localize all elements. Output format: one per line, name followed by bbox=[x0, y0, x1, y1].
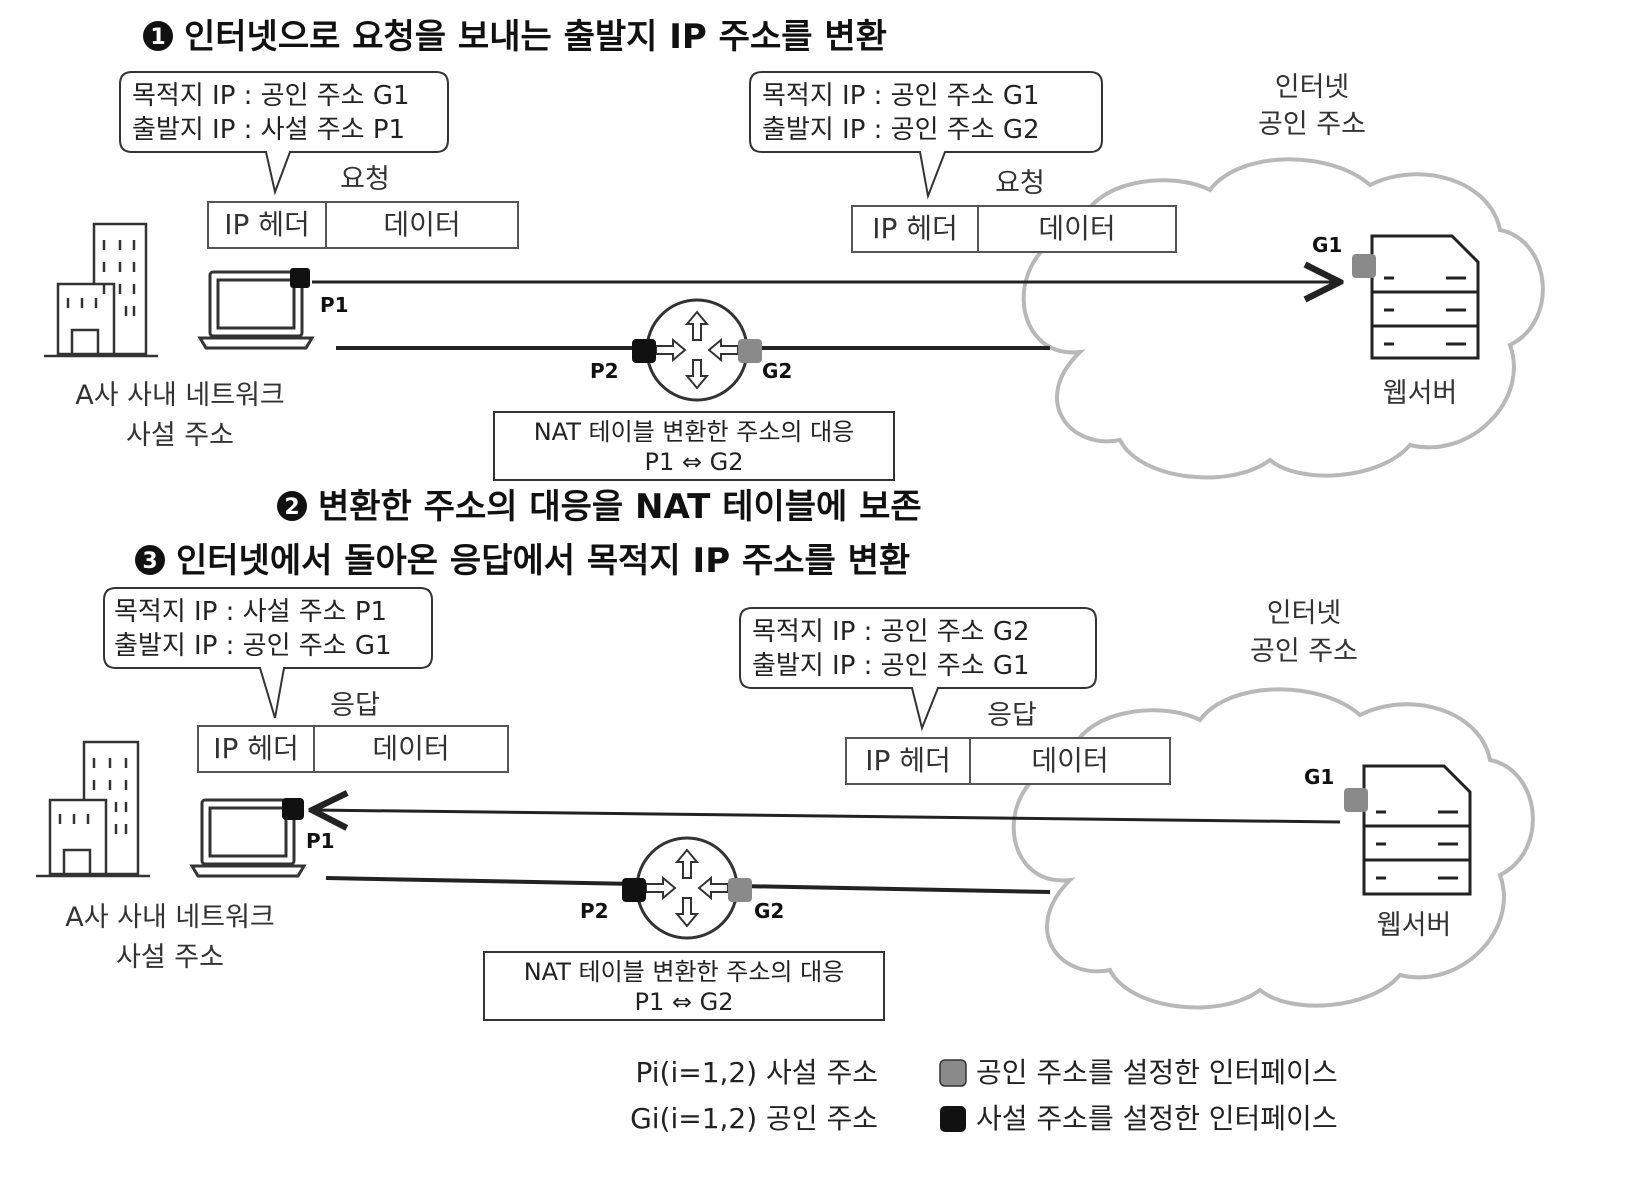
internet-label: 인터넷 bbox=[1275, 72, 1350, 103]
packet-right-header: IP 헤더 bbox=[872, 212, 958, 245]
legend-public-definition: Gi(i=1,2) 공인 주소 bbox=[630, 1102, 878, 1135]
router-icon bbox=[645, 298, 749, 402]
packet-left bbox=[197, 725, 509, 773]
packet-left-header: IP 헤더 bbox=[224, 208, 310, 241]
step1-number: 1 bbox=[150, 25, 165, 50]
packet-right bbox=[851, 205, 1177, 253]
packet-right-header: IP 헤더 bbox=[865, 744, 951, 777]
internet-cloud bbox=[1011, 687, 1535, 1010]
web-server-label: 웹서버 bbox=[1377, 910, 1452, 941]
web-server-icon bbox=[1362, 764, 1472, 896]
laptop-icon bbox=[189, 798, 307, 878]
callout-left bbox=[119, 71, 449, 196]
callout-right-src: 출발지 IP : 공인 주소 G2 bbox=[762, 115, 1040, 145]
legend-public-interface: 공인 주소를 설정한 인터페이스 bbox=[976, 1056, 1338, 1089]
port-p2: P2 bbox=[590, 359, 619, 383]
public-address-label: 공인 주소 bbox=[1258, 109, 1366, 140]
legend-private-interface: 사설 주소를 설정한 인터페이스 bbox=[976, 1102, 1338, 1135]
callout-left-dst: 목적지 IP : 공인 주소 G1 bbox=[132, 81, 410, 111]
callout-right bbox=[739, 607, 1097, 732]
packet-left-data: 데이터 bbox=[372, 732, 449, 765]
packet-right-data: 데이터 bbox=[1038, 212, 1115, 245]
legend-public-interface-swatch bbox=[939, 1059, 967, 1087]
legend: Pi(i=1,2) 사설 주소 Gi(i=1,2) 공인 주소 공인 주소를 설… bbox=[630, 1056, 1338, 1135]
p2-private-interface bbox=[622, 878, 646, 902]
office-building-icon bbox=[36, 740, 150, 878]
step3-number-badge bbox=[135, 545, 165, 575]
nat-table bbox=[483, 951, 885, 1021]
request-label-left: 요청 bbox=[340, 164, 390, 195]
port-g1: G1 bbox=[1304, 765, 1334, 789]
response-label-left: 응답 bbox=[330, 690, 380, 721]
callout-right-dst: 목적지 IP : 공인 주소 G2 bbox=[752, 617, 1030, 647]
port-p2: P2 bbox=[580, 899, 609, 923]
g2-public-interface bbox=[728, 878, 752, 902]
step1-text: 인터넷으로 요청을 보내는 출발지 IP 주소를 변환 bbox=[184, 17, 887, 57]
callout-left-src: 출발지 IP : 사설 주소 P1 bbox=[132, 115, 405, 145]
network-label: A사 사내 네트워크 bbox=[75, 380, 285, 411]
step2-heading: 2 변환한 주소의 대응을 NAT 테이블에 보존 bbox=[277, 487, 922, 527]
step2-number: 2 bbox=[284, 495, 299, 520]
private-address-label: 사설 주소 bbox=[116, 942, 224, 973]
network-label: A사 사내 네트워크 bbox=[65, 902, 275, 933]
step1-number-badge bbox=[143, 21, 173, 51]
port-g1: G1 bbox=[1312, 233, 1342, 257]
response-label-right: 응답 bbox=[987, 700, 1037, 731]
callout-right-dst: 목적지 IP : 공인 주소 G1 bbox=[762, 81, 1040, 111]
callout-right bbox=[749, 71, 1103, 200]
internet-label: 인터넷 bbox=[1267, 598, 1342, 629]
port-p1: P1 bbox=[320, 293, 349, 317]
nat-table-mapping: P1 ⇔ G2 bbox=[645, 448, 744, 476]
callout-left bbox=[103, 587, 433, 719]
packet-left-header: IP 헤더 bbox=[213, 732, 299, 765]
step3-number: 3 bbox=[142, 549, 157, 574]
public-address-label: 공인 주소 bbox=[1250, 636, 1358, 667]
port-g2: G2 bbox=[762, 359, 792, 383]
port-g2: G2 bbox=[754, 899, 784, 923]
p1-private-interface bbox=[290, 268, 310, 288]
packet-right-data: 데이터 bbox=[1031, 744, 1108, 777]
office-building-icon bbox=[44, 222, 158, 358]
legend-private-definition: Pi(i=1,2) 사설 주소 bbox=[635, 1056, 878, 1089]
internet-cloud bbox=[1021, 157, 1545, 480]
laptop-icon bbox=[197, 270, 315, 350]
packet-right bbox=[845, 737, 1171, 785]
g1-public-interface bbox=[1344, 788, 1368, 812]
p1-private-interface bbox=[282, 798, 304, 820]
packet-left bbox=[207, 201, 519, 249]
callout-right-src: 출발지 IP : 공인 주소 G1 bbox=[752, 651, 1030, 681]
nat-table-mapping: P1 ⇔ G2 bbox=[635, 988, 734, 1016]
packet-left-data: 데이터 bbox=[383, 208, 460, 241]
legend-private-interface-swatch bbox=[940, 1106, 966, 1132]
step3-heading: 3 인터넷에서 돌아온 응답에서 목적지 IP 주소를 변환 bbox=[135, 541, 910, 581]
g2-public-interface bbox=[738, 339, 762, 363]
web-server-label: 웹서버 bbox=[1383, 378, 1458, 409]
top-scenario: 인터넷 공인 주소 목적지 IP : 공인 주소 G1 출발지 IP : 사설 … bbox=[44, 71, 1545, 481]
callout-left-src: 출발지 IP : 공인 주소 G1 bbox=[114, 631, 392, 661]
step1-heading: 1 인터넷으로 요청을 보내는 출발지 IP 주소를 변환 bbox=[143, 17, 887, 57]
p2-private-interface bbox=[632, 339, 656, 363]
g1-public-interface bbox=[1352, 254, 1376, 278]
callout-left-dst: 목적지 IP : 사설 주소 P1 bbox=[114, 597, 387, 627]
web-server-icon bbox=[1370, 234, 1480, 360]
router-icon bbox=[635, 836, 739, 940]
bottom-scenario: 인터넷 공인 주소 목적지 IP : 사설 주소 P1 출발지 IP : 공인 … bbox=[36, 587, 1535, 1021]
nat-table-title: NAT 테이블 변환한 주소의 대응 bbox=[534, 418, 855, 446]
private-address-label: 사설 주소 bbox=[126, 420, 234, 451]
request-label-right: 요청 bbox=[995, 168, 1045, 199]
step2-number-badge bbox=[277, 491, 307, 521]
step3-text: 인터넷에서 돌아온 응답에서 목적지 IP 주소를 변환 bbox=[176, 541, 910, 581]
nat-table bbox=[493, 411, 895, 481]
response-arrow bbox=[312, 810, 1341, 822]
port-p1: P1 bbox=[306, 829, 335, 853]
nat-table-title: NAT 테이블 변환한 주소의 대응 bbox=[524, 958, 845, 986]
step2-text: 변환한 주소의 대응을 NAT 테이블에 보존 bbox=[318, 487, 922, 527]
